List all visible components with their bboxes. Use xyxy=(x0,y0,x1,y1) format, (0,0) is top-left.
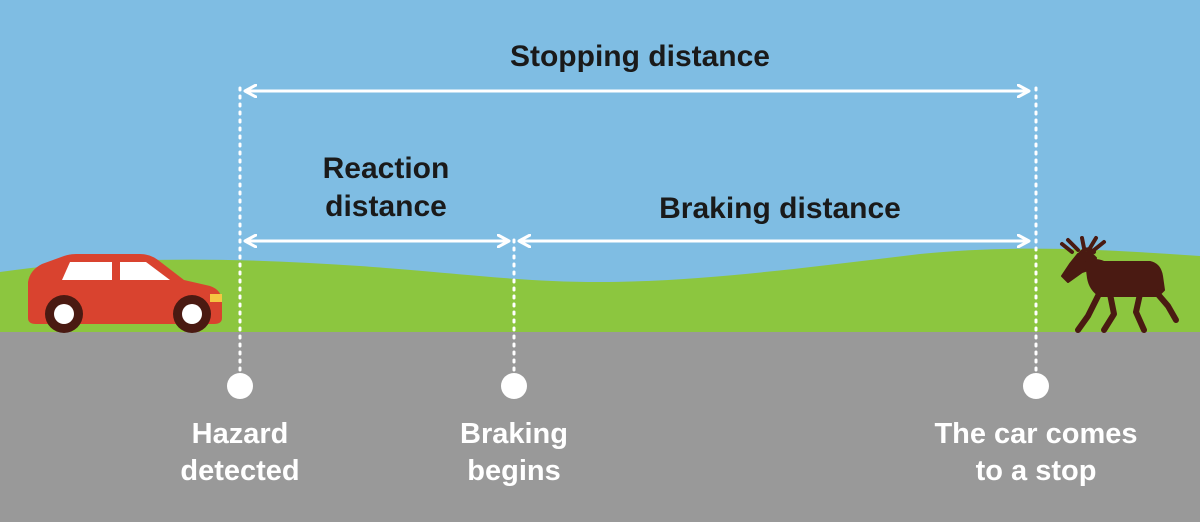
car-stops-line2: to a stop xyxy=(975,455,1097,487)
grass xyxy=(0,248,1200,340)
car-icon xyxy=(28,254,222,333)
hazard-line2: detected xyxy=(180,455,300,487)
hazard-line1: Hazard xyxy=(191,418,289,450)
car-stops-label: The car comes to a stop xyxy=(896,416,1176,490)
braking-begins-line2: begins xyxy=(467,455,561,487)
road xyxy=(0,332,1200,522)
reaction-distance-line2: distance xyxy=(325,190,447,223)
reaction-distance-line1: Reaction xyxy=(322,152,450,185)
car-stops-line1: The car comes xyxy=(934,418,1138,450)
reaction-distance-label: Reaction distance xyxy=(286,150,486,226)
hazard-marker xyxy=(227,373,253,399)
braking-begins-label: Braking begins xyxy=(414,416,614,490)
stopping-distance-text: Stopping distance xyxy=(509,40,770,73)
braking-distance-text: Braking distance xyxy=(659,192,901,225)
stop-marker xyxy=(1023,373,1049,399)
braking-distance-label: Braking distance xyxy=(620,190,940,228)
moose-icon xyxy=(1060,236,1179,333)
stopping-distance-label: Stopping distance xyxy=(440,38,840,76)
hazard-detected-label: Hazard detected xyxy=(140,416,340,490)
braking-marker xyxy=(501,373,527,399)
braking-begins-line1: Braking xyxy=(460,418,568,450)
